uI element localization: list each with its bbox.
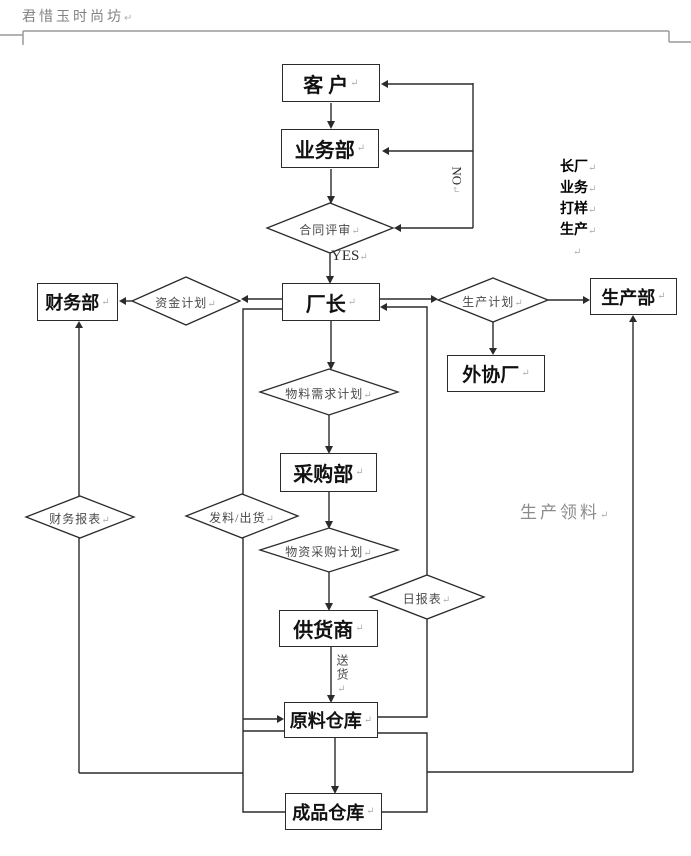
node-supplier: 供货商↵ [279, 610, 378, 647]
node-finance-dept: 财务部↵ [37, 283, 118, 321]
decision-label-daily-report: 日报表↵ [402, 592, 452, 606]
node-raw-material-warehouse: 原料仓库↵ [284, 702, 378, 738]
decision-issue-or-ship [184, 493, 300, 539]
node-customer: 客 户↵ [282, 64, 380, 102]
side-word-item: 打样↵ [560, 202, 597, 217]
connector-director-production-plan [380, 298, 585, 350]
connector-no-loop [386, 83, 474, 229]
empty-paragraph-mark: ↵ [573, 247, 582, 258]
decision-label-issue-or-ship: 发料/出货↵ [209, 511, 275, 525]
side-word-item: 业务↵ [560, 181, 597, 196]
connector-left-loop [78, 308, 285, 813]
node-purchasing-dept: 采购部↵ [280, 453, 377, 492]
connector-daily-report-loop [378, 306, 428, 718]
label-delivery: 送货 ↵ [335, 654, 349, 695]
node-finished-goods-warehouse: 成品仓库↵ [285, 793, 382, 830]
node-outsource-factory: 外协厂↵ [447, 355, 545, 392]
decision-material-purchase-plan [257, 527, 401, 573]
side-word-list: 长厂↵ 业务↵ 打样↵ 生产↵ ↵ [560, 158, 596, 263]
document-header-title: 君惜玉时尚坊↵ [22, 8, 136, 24]
decision-contract-review [265, 202, 395, 254]
decision-material-requirement-plan [257, 368, 401, 416]
decision-label-financial-report: 财务报表↵ [49, 512, 111, 526]
connector-production-requisition-loop [378, 320, 634, 813]
arrowheads [75, 80, 637, 794]
node-production-dept: 生产部↵ [590, 278, 677, 315]
node-factory-director: 厂长↵ [282, 283, 380, 321]
decision-label-contract-review: 合同评审↵ [299, 223, 361, 237]
decision-label-production-plan: 生产计划↵ [462, 295, 524, 309]
label-no: NO↵ [449, 166, 465, 194]
decision-financial-report [24, 495, 136, 539]
decision-production-plan [436, 277, 550, 323]
decision-daily-report [368, 574, 486, 620]
decision-label-fund-plan: 资金计划↵ [155, 296, 217, 310]
side-word-item: 生产↵ [560, 223, 597, 238]
label-yes: YES↵ [331, 248, 368, 264]
side-word-item: 长厂↵ [560, 160, 597, 175]
header-rule [0, 30, 691, 45]
label-production-requisition: 生产领料↵ [520, 503, 612, 522]
decision-fund-plan [130, 276, 242, 326]
decision-label-material-purchase-plan: 物资采购计划↵ [285, 545, 373, 559]
node-sales-dept: 业务部↵ [281, 129, 379, 168]
paragraph-mark: ↵ [124, 13, 136, 24]
decision-label-material-requirement-plan: 物料需求计划↵ [285, 387, 373, 401]
connector-central-flow [328, 321, 332, 605]
